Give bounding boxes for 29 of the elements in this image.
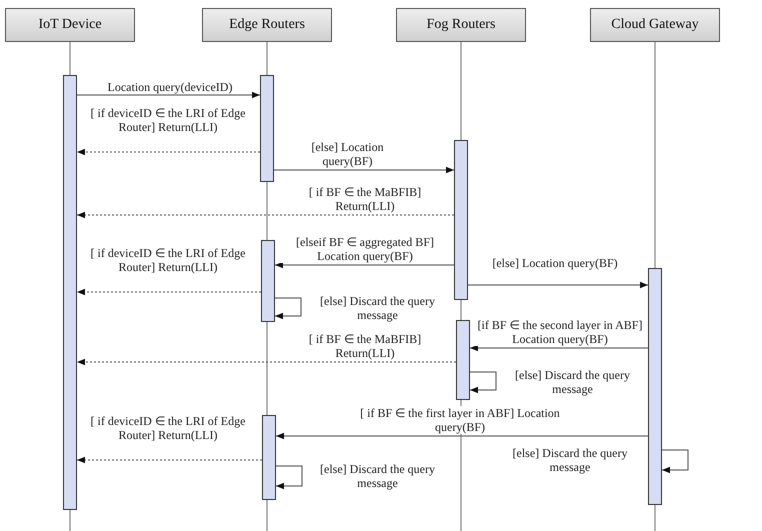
self-message-arrow (276, 466, 302, 490)
activation-bar (648, 268, 662, 505)
message-arrow (76, 92, 260, 98)
activation-bar (261, 240, 275, 322)
activation-bar (260, 75, 274, 182)
return-arrow (76, 288, 262, 296)
message-arrow (468, 282, 648, 288)
self-message-arrow (662, 450, 688, 474)
message-arrow (470, 344, 648, 352)
message-arrow (274, 166, 454, 174)
return-arrow (76, 148, 260, 156)
return-arrow (76, 456, 262, 464)
self-message-arrow (274, 298, 302, 320)
participant-box: Cloud Gateway (590, 8, 720, 42)
participant-box: IoT Device (5, 8, 135, 42)
message-arrow (274, 262, 454, 268)
return-arrow (76, 212, 454, 218)
message-arrow (276, 432, 648, 440)
activation-bar (262, 415, 276, 500)
participant-box: Fog Routers (396, 8, 526, 42)
return-arrow (76, 358, 456, 366)
activation-bar (454, 140, 468, 300)
message-label: [ if deviceID ∈ the LRI of Edge Router] Return(LLI) (88, 246, 248, 274)
message-label: [ if deviceID ∈ the LRI of Edge Router] Return(LLI) (88, 414, 248, 442)
self-message-arrow (470, 372, 496, 394)
message-label: [ if deviceID ∈ the LRI of Edge Router] Return(LLI) (88, 106, 248, 134)
participant-box: Edge Routers (202, 8, 332, 42)
activation-bar (456, 320, 470, 400)
activation-bar (63, 75, 77, 510)
